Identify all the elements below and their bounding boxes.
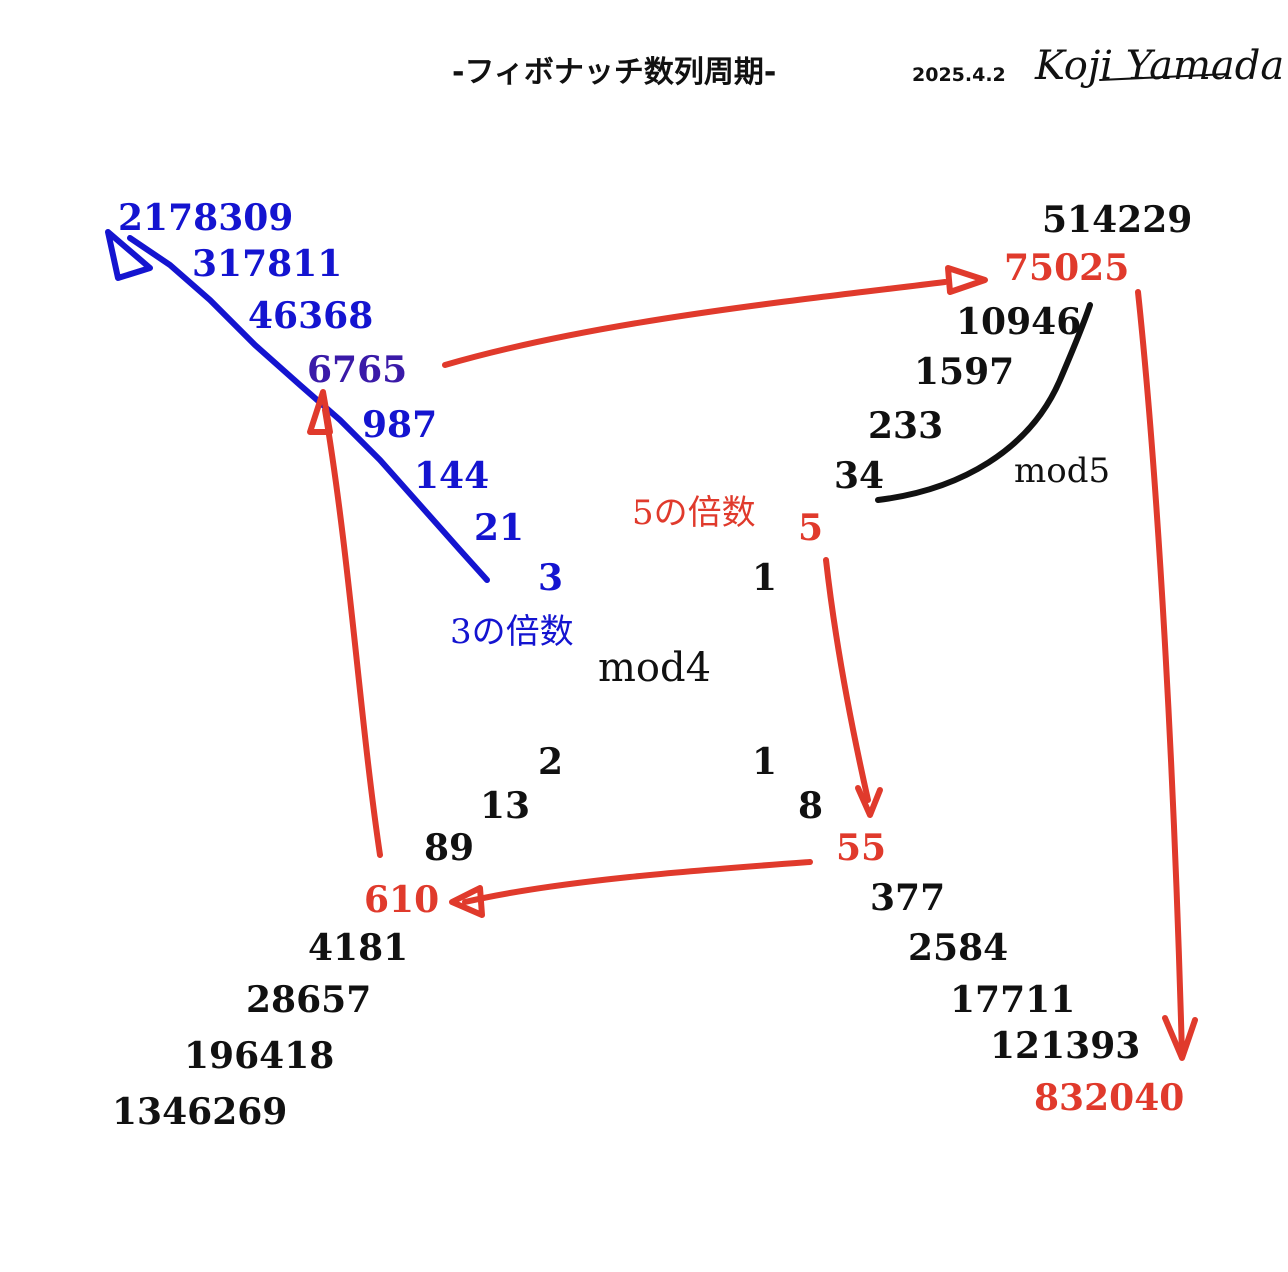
number-17711: 17711 — [950, 979, 1076, 1021]
number-121393: 121393 — [990, 1025, 1141, 1067]
number-196418: 196418 — [184, 1035, 335, 1077]
number-34: 34 — [834, 455, 885, 497]
number-13: 13 — [480, 785, 531, 827]
red-arrow-610-to-6765 — [322, 407, 383, 858]
number-317811: 317811 — [192, 243, 343, 285]
black-curve-mod5 — [875, 302, 1093, 503]
number-3: 3 — [538, 557, 564, 599]
number-5: 5 — [798, 507, 824, 549]
red-arrowhead-75025 — [945, 265, 988, 295]
label-multiple-of-3: 3の倍数 — [450, 612, 574, 652]
number-21: 21 — [474, 507, 525, 549]
number-2584: 2584 — [908, 927, 1009, 969]
number-6765: 6765 — [307, 349, 408, 391]
number-1597: 1597 — [914, 351, 1015, 393]
blue-arrowhead — [105, 229, 153, 281]
red-arrowhead-832040 — [1162, 1015, 1198, 1061]
number-2: 2 — [538, 741, 564, 783]
red-arrow-6765-to-75025 — [442, 279, 948, 368]
number-28657: 28657 — [246, 979, 372, 1021]
number-610: 610 — [364, 879, 440, 921]
number-377: 377 — [870, 877, 946, 919]
number-514229: 514229 — [1042, 199, 1193, 241]
number-10946: 10946 — [956, 301, 1082, 343]
number-8: 8 — [798, 785, 824, 827]
red-arrowhead-610 — [449, 885, 485, 918]
red-arrow-55-to-610 — [462, 859, 813, 905]
number-4181: 4181 — [308, 927, 409, 969]
number-1346269: 1346269 — [112, 1091, 288, 1133]
signature: Koji Yamada — [1035, 43, 1285, 89]
number-75025: 75025 — [1004, 247, 1130, 289]
number-987: 987 — [362, 404, 438, 446]
number-144: 144 — [414, 455, 490, 497]
label-mod4: mod4 — [598, 645, 712, 691]
label-multiple-of-5: 5の倍数 — [632, 493, 756, 533]
number-1-top: 1 — [752, 557, 778, 599]
label-mod5: mod5 — [1014, 451, 1111, 491]
date-label: 2025.4.2 — [912, 64, 1006, 86]
number-233: 233 — [868, 405, 944, 447]
number-1-bottom: 1 — [752, 741, 778, 783]
page-title: -フィボナッチ数列周期- — [452, 55, 777, 90]
signature-underline — [1099, 73, 1229, 81]
red-arrowhead-6765 — [307, 389, 333, 435]
number-55: 55 — [836, 827, 887, 869]
number-46368: 46368 — [248, 295, 374, 337]
number-89: 89 — [424, 827, 475, 869]
red-arrow-5-to-55 — [823, 557, 871, 803]
number-832040: 832040 — [1034, 1077, 1185, 1119]
red-arrow-75025-to-832040 — [1135, 289, 1185, 1058]
number-2178309: 2178309 — [118, 197, 294, 239]
red-arrowhead-55 — [855, 785, 883, 818]
